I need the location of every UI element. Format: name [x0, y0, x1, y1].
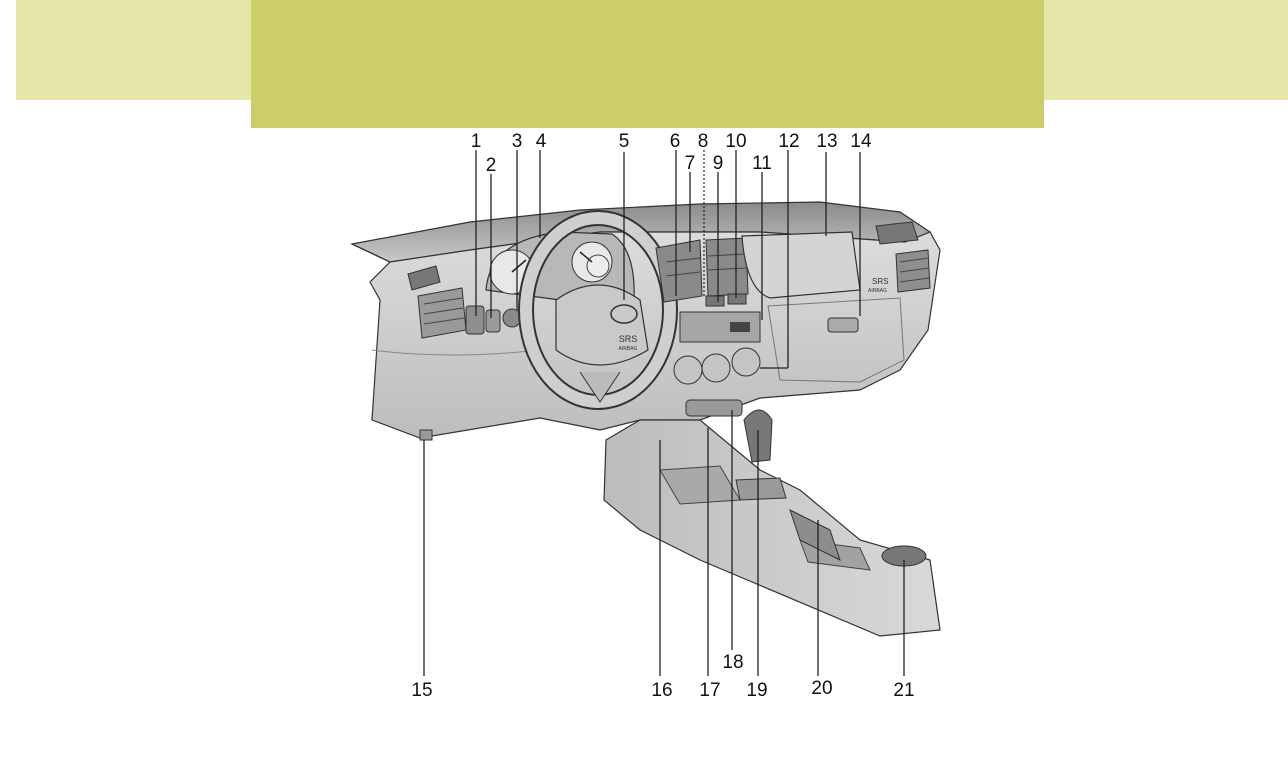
hood-release-lever[interactable]: [420, 430, 432, 440]
callout-11: 11: [752, 153, 772, 174]
audio-display: [730, 322, 750, 332]
callout-14: 14: [850, 131, 872, 152]
callout-1: 1: [471, 131, 482, 152]
callout-9: 9: [713, 153, 724, 174]
callout-15: 15: [411, 680, 432, 701]
callout-20: 20: [811, 678, 832, 699]
callout-21: 21: [893, 680, 914, 701]
callout-3: 3: [512, 131, 523, 152]
callout-6: 6: [670, 131, 681, 152]
callout-4: 4: [536, 131, 547, 152]
callout-7: 7: [685, 153, 696, 174]
callout-8: 8: [698, 131, 709, 152]
callout-17: 17: [699, 680, 720, 701]
callout-13: 13: [816, 131, 837, 152]
rear-defroster-switch[interactable]: [728, 294, 746, 304]
callout-10: 10: [725, 131, 746, 152]
ashtray[interactable]: [686, 400, 742, 416]
callout-16: 16: [651, 680, 672, 701]
mirror-control-switch[interactable]: [486, 310, 500, 332]
temperature-knob[interactable]: [702, 354, 730, 382]
dash-srs-label: SRS: [872, 277, 888, 286]
wheel-airbag-label: AIRBAG: [619, 346, 638, 352]
headlamp-leveling-switch[interactable]: [466, 306, 484, 334]
glove-box-handle[interactable]: [828, 318, 858, 332]
passenger-airbag-panel: [742, 232, 860, 298]
callout-5: 5: [619, 131, 630, 152]
wheel-srs-label: SRS: [619, 334, 638, 344]
hazard-warning-switch[interactable]: [706, 296, 724, 306]
fan-speed-knob[interactable]: [674, 356, 702, 384]
dash-airbag-label: AIRBAG: [868, 288, 887, 294]
gear-shift-lever[interactable]: [736, 410, 786, 500]
callout-12: 12: [778, 131, 799, 152]
center-console: [604, 420, 940, 636]
callout-19: 19: [746, 680, 767, 701]
air-flow-knob[interactable]: [732, 348, 760, 376]
callout-2: 2: [486, 155, 497, 176]
callout-18: 18: [722, 652, 743, 673]
